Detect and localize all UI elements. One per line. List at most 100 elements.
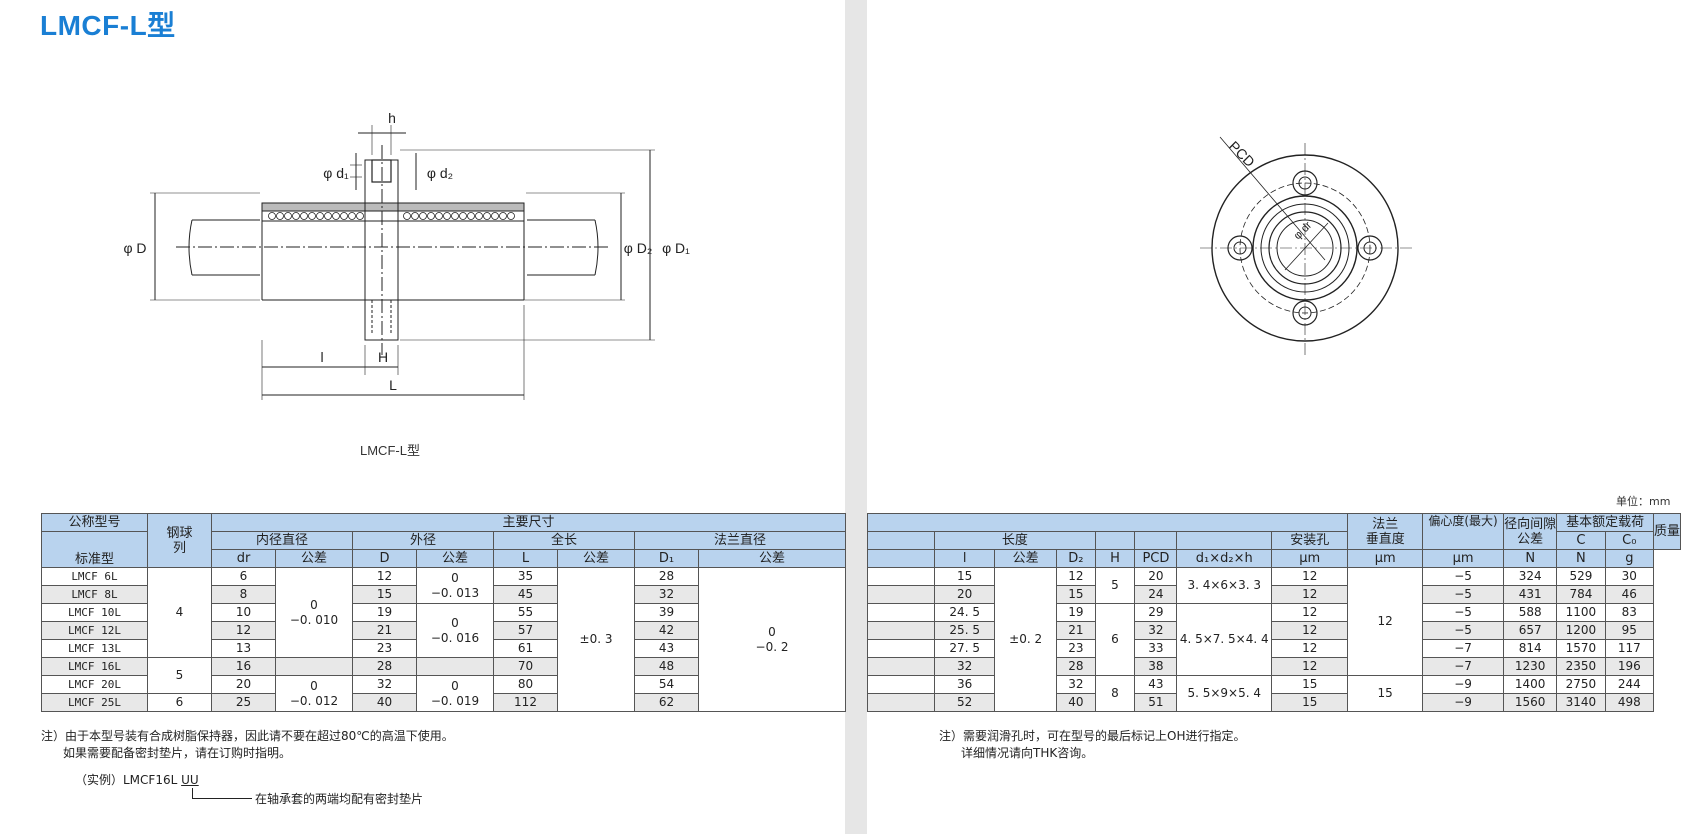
table-row: LMCF 13L 13 23 61 43: [41, 639, 846, 658]
table-cell: 32: [1056, 675, 1096, 694]
table-cell: [416, 657, 494, 676]
table-cell: −5: [1421, 603, 1505, 622]
table-cell: 83: [1604, 603, 1654, 622]
table-cell: 61: [493, 639, 558, 658]
table-cell: [866, 675, 936, 694]
table-cell: 20: [934, 585, 996, 604]
table-cell: LMCF 13L: [41, 639, 148, 658]
table-cell: 6: [211, 567, 276, 586]
notes-left: 注）由于本型号装有合成树脂保持器，因此请不要在超过80℃的高温下使用。 如果需要…: [41, 728, 454, 762]
table-row: 36 32 8 43 5. 5×9×5. 4 15 15 −9 1400 275…: [866, 675, 1681, 712]
table-cell: 10: [211, 603, 276, 622]
table-cell: 48: [634, 657, 699, 676]
hdr-mass: 质量: [1652, 513, 1681, 550]
table-cell: 24: [1134, 585, 1178, 604]
note-line: 详细情况请向THK咨询。: [961, 746, 1094, 760]
table-cell: 5: [1094, 567, 1136, 604]
table-cell: 23: [352, 639, 417, 658]
hdr-flange: 法兰直径: [634, 531, 846, 550]
label-d1: φ d₁: [323, 165, 349, 181]
table-cell: 30: [1604, 567, 1654, 586]
label-D: φ D: [123, 240, 146, 256]
table-cell: 15: [1056, 585, 1096, 604]
hdr-bore: 内径直径: [211, 531, 353, 550]
label-d2: φ d₂: [427, 165, 453, 181]
table-cell: LMCF 6L: [41, 567, 148, 586]
table-cell: 117: [1604, 639, 1654, 658]
table-cell: 52: [934, 693, 996, 712]
table-cell: −5: [1421, 621, 1505, 640]
table-cell: 814: [1503, 639, 1558, 658]
hdr-H: H: [1094, 549, 1136, 568]
note-line: 注）由于本型号装有合成树脂保持器，因此请不要在超过80℃的高温下使用。: [41, 729, 454, 743]
page-gutter: [845, 0, 867, 834]
table-cell: 51: [1134, 693, 1178, 712]
table-cell: [866, 603, 936, 622]
hdr-L-tol: 公差: [557, 549, 635, 568]
example-leader-h: [192, 798, 252, 799]
hdr-load: 基本额定载荷: [1556, 513, 1654, 532]
table-cell: 43: [634, 639, 699, 658]
table-cell: 45: [493, 585, 558, 604]
L-tol: ±0. 3: [557, 567, 635, 712]
table-cell: 38: [1134, 657, 1178, 676]
table-cell: 12: [1271, 585, 1349, 604]
table-cell: [866, 567, 936, 586]
table-cell: 21: [1056, 621, 1096, 640]
hdr-PCD: PCD: [1134, 549, 1178, 568]
table-cell: 6: [1094, 603, 1136, 676]
table-cell: 2350: [1556, 657, 1606, 676]
label-l: l: [320, 349, 323, 365]
hdr-C0-unit: N: [1556, 549, 1606, 568]
example-code: UU: [181, 773, 199, 787]
hdr-hole-sub: d₁×d₂×h: [1176, 549, 1273, 568]
D-tol-b: 0−0. 016: [416, 603, 494, 658]
table-cell: 1570: [1556, 639, 1606, 658]
table-cell: 12: [1056, 567, 1096, 586]
table-row: 25. 5 21 32 12 −5 657 1200 95: [866, 621, 1681, 640]
table-cell: 23: [1056, 639, 1096, 658]
table-cell: 15: [1347, 675, 1423, 712]
hdr-l: l: [934, 549, 996, 568]
hdr-l-tol: 公差: [994, 549, 1058, 568]
table-cell: −5: [1421, 567, 1505, 586]
table-cell: [866, 621, 936, 640]
table-cell: 12: [211, 621, 276, 640]
table-row: LMCF 6L 4 6 0−0. 010 12 0−0. 013 35 ±0. …: [41, 567, 846, 712]
table-cell: 15: [1271, 693, 1349, 712]
spec-table-left: 公称型号 钢球列 主要尺寸 标准型 内径直径 外径 全长 法兰直径 dr 公差 …: [41, 513, 846, 712]
side-view-drawing: h φ d₁ φ d₂ φ D φ D₂ φ D₁ l H L: [123, 110, 690, 400]
table-cell: 62: [634, 693, 699, 712]
table-cell: 70: [493, 657, 558, 676]
table-cell: 28: [352, 657, 417, 676]
table-cell: −9: [1421, 693, 1505, 712]
table-cell: 54: [634, 675, 699, 694]
table-cell: 2750: [1556, 675, 1606, 694]
spec-table-right: 法兰垂直度 偏心度(最大) 径向间隙公差 基本额定载荷 质量 长度 安装孔 C …: [866, 513, 1681, 712]
hdr-ecc-unit: μm: [1347, 549, 1423, 568]
table-row: 15 ±0. 2 12 5 20 3. 4×6×3. 3 12 12 −5 32…: [866, 567, 1681, 712]
hdr-model: 公称型号: [41, 513, 148, 532]
hdr-length-r: 长度: [934, 531, 1096, 550]
table-cell: 28: [634, 567, 699, 586]
table-cell: 95: [1604, 621, 1654, 640]
table-row: 32 28 38 12 −7 1230 2350 196: [866, 657, 1681, 676]
note-line: 注）需要润滑孔时，可在型号的最后标记上OH进行指定。: [939, 729, 1246, 743]
table-cell: 784: [1556, 585, 1606, 604]
label-D1: φ D₁: [662, 240, 690, 256]
table-cell: 112: [493, 693, 558, 712]
table-cell: [866, 585, 936, 604]
table-cell: 13: [211, 639, 276, 658]
table-cell: [866, 657, 936, 676]
hdr-hole: 安装孔: [1271, 531, 1349, 550]
table-row: 24. 5 19 6 29 4. 5×7. 5×4. 4 12 −5 588 1…: [866, 603, 1681, 676]
order-example: （实例）LMCF16L UU: [75, 773, 199, 787]
table-cell: 42: [634, 621, 699, 640]
table-cell: 46: [1604, 585, 1654, 604]
table-cell: 244: [1604, 675, 1654, 694]
table-cell: 55: [493, 603, 558, 622]
hdr-perp-unit: μm: [1271, 549, 1349, 568]
table-cell: 4. 5×7. 5×4. 4: [1176, 603, 1273, 676]
example-description: 在轴承套的两端均配有密封垫片: [255, 792, 424, 806]
table-cell: [866, 549, 936, 568]
